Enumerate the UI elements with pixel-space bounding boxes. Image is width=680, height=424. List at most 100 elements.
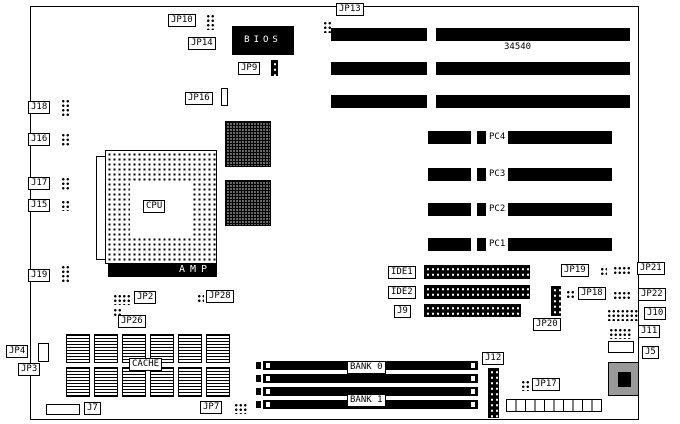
jp2-jumper-block bbox=[112, 293, 130, 305]
simm-end-pin bbox=[266, 363, 270, 368]
label-j17: J17 bbox=[28, 177, 51, 190]
label-jp18: JP18 bbox=[578, 287, 606, 300]
j11-jumper-block bbox=[608, 327, 632, 339]
label-pc1: PC1 bbox=[486, 238, 509, 251]
jp13-jumper-block bbox=[322, 20, 331, 33]
j16-jumper-block bbox=[60, 132, 70, 146]
label-j19: J19 bbox=[28, 269, 51, 282]
label-j11: J11 bbox=[638, 325, 661, 338]
jp4-jp3-connector bbox=[38, 343, 49, 362]
label-jp26: JP26 bbox=[118, 315, 146, 328]
label-j18: J18 bbox=[28, 101, 51, 114]
label-jp17: JP17 bbox=[532, 378, 560, 391]
pci-slot-segment bbox=[428, 203, 471, 216]
cpu-socket bbox=[105, 150, 217, 264]
label-j15: J15 bbox=[28, 199, 51, 212]
simm-latch bbox=[256, 388, 261, 395]
j9-pin-header bbox=[424, 304, 521, 317]
board-part-number: 34540 bbox=[504, 42, 532, 52]
simm-latch bbox=[256, 401, 261, 408]
jp7-jumper-block bbox=[233, 402, 247, 414]
label-jp4: JP4 bbox=[6, 345, 29, 358]
pci-slot-segment bbox=[477, 203, 612, 216]
jp16-connector bbox=[221, 88, 228, 106]
jp18-jumper-block bbox=[565, 289, 575, 300]
jp17-jumper-block bbox=[520, 379, 529, 391]
pci-slot-segment bbox=[477, 131, 612, 144]
cache-chip bbox=[94, 367, 118, 397]
label-jp3: JP3 bbox=[18, 363, 41, 376]
jp21-jumper-block bbox=[612, 265, 631, 276]
j19-jumper-block bbox=[60, 264, 69, 284]
cache-chip bbox=[206, 334, 230, 363]
label-pc4: PC4 bbox=[486, 131, 509, 144]
label-jp21: JP21 bbox=[637, 262, 665, 275]
label-j5: J5 bbox=[642, 346, 659, 359]
isa-slot-segment bbox=[331, 95, 427, 108]
cpu-socket-brand-bar: AMP bbox=[108, 263, 217, 277]
simm-end-pin bbox=[266, 376, 270, 381]
label-jp22: JP22 bbox=[638, 288, 666, 301]
cache-chip bbox=[150, 367, 174, 397]
simm-slot bbox=[263, 387, 478, 396]
label-ide1: IDE1 bbox=[388, 266, 416, 279]
simm-end-pin bbox=[471, 402, 475, 407]
cache-chip bbox=[178, 334, 202, 363]
label-bank0: BANK 0 bbox=[347, 361, 386, 374]
label-jp9: JP9 bbox=[238, 62, 261, 75]
simm-end-pin bbox=[471, 363, 475, 368]
pci-slot-segment bbox=[477, 238, 612, 251]
simm-end-pin bbox=[471, 389, 475, 394]
label-j12: J12 bbox=[482, 352, 505, 365]
pci-slot-segment bbox=[428, 131, 471, 144]
label-jp14: JP14 bbox=[188, 37, 216, 50]
simm-latch bbox=[256, 362, 261, 369]
j5-connector bbox=[608, 341, 634, 353]
label-j7: J7 bbox=[84, 402, 101, 415]
cache-chip bbox=[122, 367, 146, 397]
label-jp10: JP10 bbox=[168, 14, 196, 27]
simm-end-pin bbox=[266, 402, 270, 407]
cache-chip bbox=[178, 367, 202, 397]
label-bank1: BANK 1 bbox=[347, 394, 386, 407]
label-jp28: JP28 bbox=[206, 290, 234, 303]
simm-end-pin bbox=[471, 376, 475, 381]
label-j9: J9 bbox=[394, 305, 411, 318]
cache-chip bbox=[66, 367, 90, 397]
isa-slot-segment bbox=[331, 62, 427, 75]
label-j16: J16 bbox=[28, 133, 51, 146]
power-connector bbox=[506, 399, 602, 412]
label-cache: CACHE bbox=[129, 358, 163, 371]
j7-connector bbox=[46, 404, 80, 415]
simm-slot bbox=[263, 374, 478, 383]
isa-slot-segment bbox=[436, 28, 630, 41]
label-jp2: JP2 bbox=[134, 291, 157, 304]
label-cpu: CPU bbox=[143, 200, 166, 213]
cache-chip bbox=[66, 334, 90, 363]
j18-jumper-block bbox=[60, 98, 70, 116]
pci-slot-segment bbox=[428, 168, 471, 181]
cache-chip bbox=[206, 367, 230, 397]
keyboard-connector-pin-area bbox=[618, 372, 631, 387]
jp9-pin-header bbox=[271, 60, 278, 76]
label-jp16: JP16 bbox=[185, 92, 213, 105]
cache-chip bbox=[94, 334, 118, 363]
label-jp19: JP19 bbox=[561, 264, 589, 277]
label-jp20: JP20 bbox=[533, 318, 561, 331]
bios-chip: BIOS bbox=[232, 26, 294, 55]
j10-jumper-block bbox=[606, 308, 638, 321]
jp28-jumper-block bbox=[196, 293, 204, 304]
j17-jumper-block bbox=[60, 176, 70, 190]
label-jp7: JP7 bbox=[200, 401, 223, 414]
simm-end-pin bbox=[266, 389, 270, 394]
ide2-pin-header bbox=[424, 285, 530, 299]
isa-slot-segment bbox=[331, 28, 427, 41]
isa-slot-segment bbox=[436, 62, 630, 75]
jp22-jumper-block bbox=[612, 290, 631, 301]
pci-slot-segment bbox=[477, 168, 612, 181]
label-pc2: PC2 bbox=[486, 203, 509, 216]
jp26-jumper-block bbox=[112, 307, 122, 316]
j15-jumper-block bbox=[60, 199, 69, 211]
keyboard-connector bbox=[608, 362, 639, 396]
